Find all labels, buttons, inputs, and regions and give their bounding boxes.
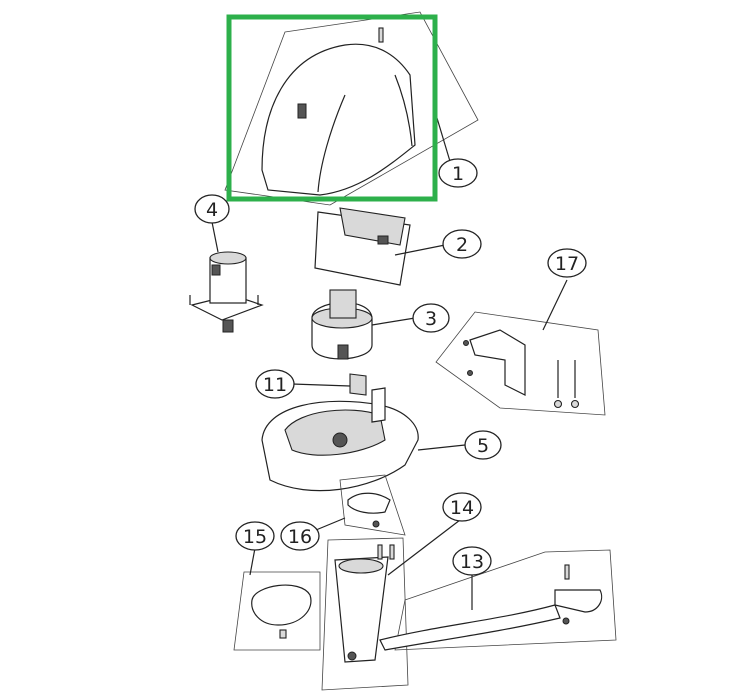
callout-label-15: 15 — [243, 526, 267, 548]
callout-15: 15 — [235, 521, 275, 551]
callout-label-11: 11 — [263, 374, 287, 396]
callout-5: 5 — [464, 430, 502, 460]
callout-label-5: 5 — [477, 435, 489, 457]
callout-label-16: 16 — [288, 526, 312, 548]
part-13-curved-arm — [379, 549, 617, 651]
callout-17: 17 — [547, 248, 587, 278]
callout-label-14: 14 — [450, 497, 474, 519]
callout-16: 16 — [280, 521, 320, 551]
callout-14: 14 — [442, 492, 482, 522]
callout-label-17: 17 — [555, 253, 579, 275]
callout-11: 11 — [255, 369, 295, 399]
callout-label-13: 13 — [460, 551, 484, 573]
callout-label-3: 3 — [425, 308, 437, 330]
callout-1: 1 — [438, 158, 478, 188]
callout-2: 2 — [442, 229, 482, 259]
part-17-bracket — [435, 279, 606, 416]
part-11-plate — [291, 373, 367, 396]
part-2-control-board — [314, 207, 446, 286]
callout-label-2: 2 — [456, 234, 468, 256]
callout-13: 13 — [452, 546, 492, 576]
callout-3: 3 — [412, 303, 450, 333]
part-14-straight-arm — [321, 519, 461, 691]
part-3-motor — [311, 289, 416, 360]
highlight-box — [226, 14, 438, 202]
callout-label-1: 1 — [452, 163, 464, 185]
part-1-cover — [224, 11, 479, 206]
part-16-cover-plate — [315, 474, 406, 536]
callout-4: 4 — [194, 194, 230, 224]
callout-label-4: 4 — [206, 199, 218, 221]
part-4-gear-motor — [189, 221, 264, 333]
part-5-base-housing — [261, 387, 466, 492]
part-15-pivot-cap — [233, 547, 321, 651]
